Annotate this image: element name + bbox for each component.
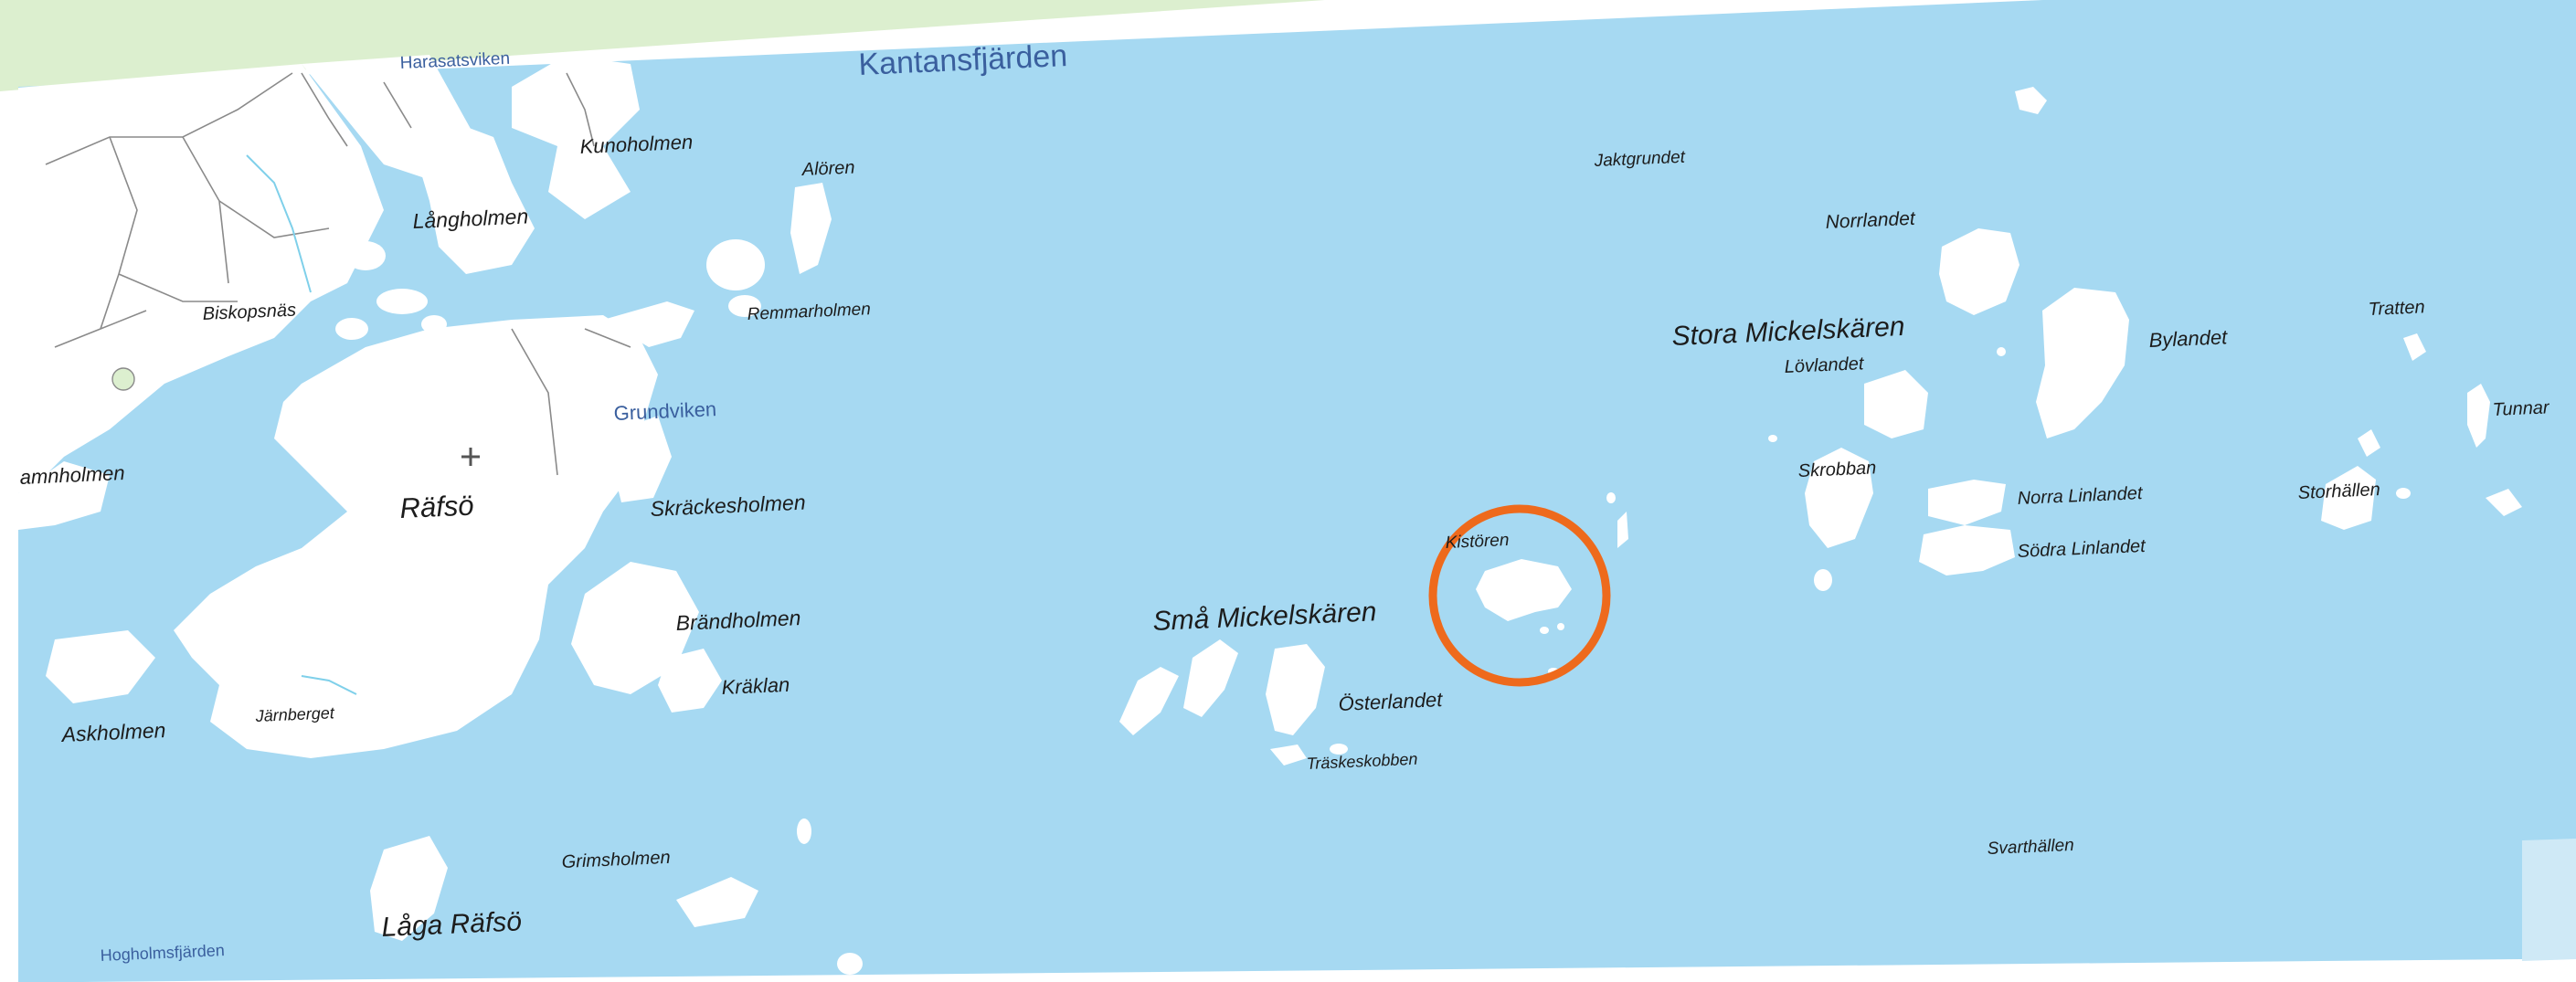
label-jarnberget: Järnberget	[254, 703, 335, 725]
island-group-stora-mickelskaren	[1768, 228, 2129, 591]
label-brandholmen: Brändholmen	[675, 606, 801, 635]
label-biskopsnas: Biskopsnäs	[202, 301, 296, 324]
label-storhallen: Storhällen	[2297, 480, 2380, 503]
water-edge	[2522, 839, 2576, 961]
highlight-circle-icon	[1428, 504, 1611, 687]
label-grundviken: Grundviken	[613, 397, 716, 425]
label-skrobban: Skrobban	[1797, 458, 1877, 481]
label-lovlandet: Lövlandet	[1784, 354, 1865, 377]
label-kunoholmen: Kunoholmen	[579, 131, 694, 158]
road-network	[45, 72, 631, 476]
island-group-sma-mickelskaren	[1119, 639, 1348, 766]
label-kistoren: Kistören	[1445, 531, 1510, 553]
label-bylandet: Bylandet	[2148, 325, 2229, 352]
stream	[301, 675, 357, 695]
water-area	[18, 0, 2576, 982]
label-kraklan: Kräklan	[721, 673, 790, 699]
island-rafso	[174, 301, 694, 758]
label-rafso: Räfsö	[399, 489, 474, 523]
label-askholmen: Askholmen	[59, 718, 166, 746]
label-grimsholmen: Grimsholmen	[561, 848, 671, 872]
label-langholmen: Långholmen	[412, 204, 529, 232]
island-group-east	[2015, 87, 2522, 530]
label-tunnar: Tunnar	[2492, 397, 2550, 420]
stream	[246, 154, 312, 293]
label-norrlandet: Norrlandet	[1825, 208, 1916, 233]
label-svarthallen: Svarthällen	[1987, 836, 2074, 859]
label-jaktgrundet: Jaktgrundet	[1593, 148, 1686, 171]
label-harasatsviken: Harasatsviken	[399, 49, 510, 73]
label-aloren: Alören	[800, 157, 855, 180]
park-area	[0, 0, 1325, 91]
label-laga-rafso: Låga Räfsö	[381, 906, 523, 943]
label-osterlandet: Österlandet	[1338, 688, 1444, 715]
label-tratten: Tratten	[2368, 297, 2425, 320]
island-kistoren	[1476, 492, 1628, 675]
label-mnholmen: amnholmen	[19, 461, 125, 489]
island-group-west	[46, 123, 863, 975]
highest-point-cross-icon	[461, 448, 480, 466]
